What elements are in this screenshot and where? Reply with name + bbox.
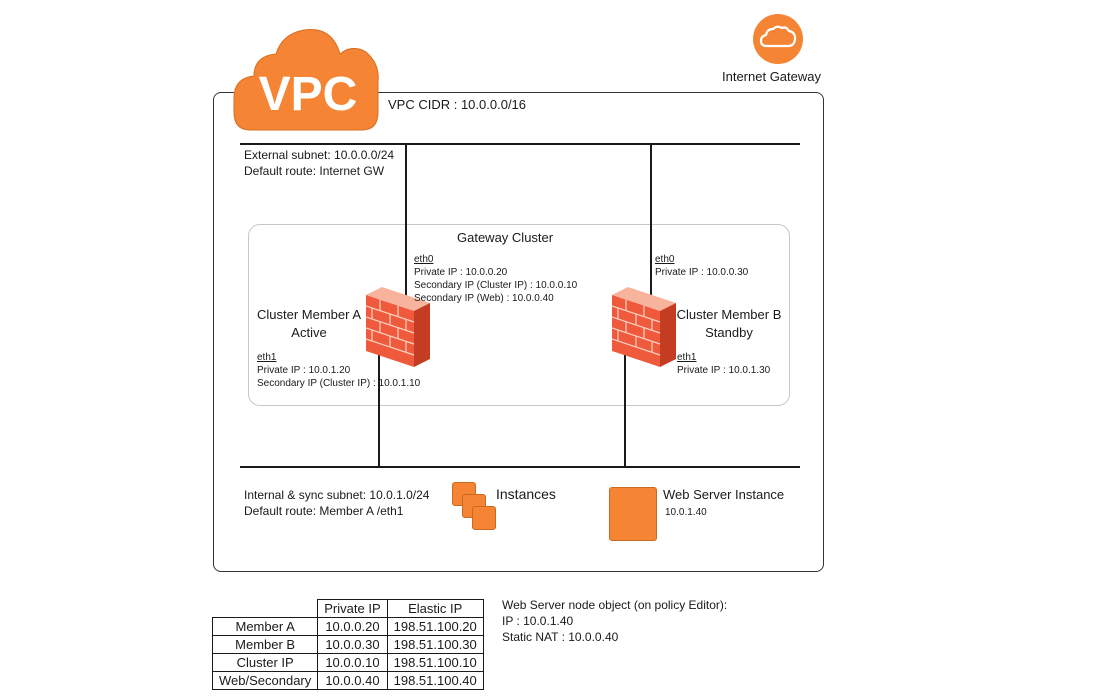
node-object-ip: IP : 10.0.1.40 (502, 614, 574, 628)
external-subnet-line (240, 143, 800, 145)
member-a-eth1-label: eth1 (257, 352, 277, 363)
member-a-state: Active (291, 325, 327, 340)
member-b-eth0-label: eth0 (655, 254, 675, 265)
table-header-cell: Private IP (317, 599, 388, 618)
table-cell: 198.51.100.40 (386, 671, 484, 690)
vpc-logo-text: VPC (259, 68, 358, 121)
table-cell: Web/Secondary (211, 671, 319, 690)
table-cell: 198.51.100.30 (386, 635, 484, 654)
web-server-icon (609, 487, 657, 541)
internet-gateway-icon (753, 14, 803, 64)
gateway-cluster-box (248, 224, 790, 406)
node-object-nat: Static NAT : 10.0.0.40 (502, 630, 619, 644)
table-row: Member A 10.0.0.20 198.51.100.20 (211, 617, 484, 636)
member-b-eth1-private-ip: Private IP : 10.0.1.30 (677, 365, 771, 376)
member-b-eth0-private-ip: Private IP : 10.0.0.30 (655, 267, 749, 278)
member-b-eth1-label: eth1 (677, 352, 697, 363)
instances-icon (452, 482, 498, 534)
internet-gateway-label: Internet Gateway (722, 69, 821, 84)
vpc-container (213, 92, 824, 572)
table-cell: 10.0.0.40 (317, 671, 388, 690)
instances-label: Instances (496, 486, 556, 502)
member-a-eth0-secondary-web: Secondary IP (Web) : 10.0.0.40 (414, 293, 554, 304)
member-b-name: Cluster Member B (676, 307, 782, 322)
table-cell: 198.51.100.20 (386, 617, 484, 636)
firewall-b-icon (612, 287, 676, 367)
vpc-cloud-icon: VPC (233, 29, 379, 131)
member-a-eth1-link (378, 355, 380, 467)
firewall-a-icon (366, 287, 430, 367)
internal-subnet-line (240, 466, 800, 468)
table-cell: Cluster IP (211, 653, 319, 672)
member-a-name: Cluster Member A (256, 307, 362, 322)
external-subnet-route: Default route: Internet GW (244, 164, 385, 178)
table-cell: Member B (211, 635, 319, 654)
member-a-eth0-label: eth0 (414, 254, 434, 265)
member-b-state: Standby (705, 325, 753, 340)
table-header-cell: Elastic IP (386, 599, 484, 618)
member-a-eth1-secondary-cluster: Secondary IP (Cluster IP) : 10.0.1.10 (257, 378, 421, 389)
table-row: Web/Secondary 10.0.0.40 198.51.100.40 (211, 671, 484, 690)
member-a-eth1-private-ip: Private IP : 10.0.1.20 (257, 365, 351, 376)
table-header-row: Private IP Elastic IP (212, 599, 484, 618)
vpc-cidr: VPC CIDR : 10.0.0.0/16 (388, 97, 527, 112)
node-object-title: Web Server node object (on policy Editor… (502, 598, 728, 612)
member-a-eth0-link (405, 144, 407, 304)
member-b-eth1-link (624, 355, 626, 467)
internal-subnet-route: Default route: Member A /eth1 (244, 504, 404, 518)
table-cell: 10.0.0.10 (317, 653, 388, 672)
gateway-cluster-title: Gateway Cluster (457, 230, 554, 245)
table-cell: Member A (211, 617, 319, 636)
external-subnet-cidr: External subnet: 10.0.0.0/24 (244, 148, 395, 162)
table-cell: 10.0.0.30 (317, 635, 388, 654)
web-server-label: Web Server Instance (663, 487, 785, 502)
table-header-cell (212, 599, 319, 618)
internal-subnet-cidr: Internal & sync subnet: 10.0.1.0/24 (244, 488, 430, 502)
member-b-eth0-link (650, 144, 652, 304)
web-server-ip: 10.0.1.40 (665, 507, 707, 518)
ip-summary-table: Private IP Elastic IP Member A 10.0.0.20… (211, 599, 484, 690)
table-row: Member B 10.0.0.30 198.51.100.30 (211, 635, 484, 654)
table-cell: 198.51.100.10 (386, 653, 484, 672)
member-a-eth0-private-ip: Private IP : 10.0.0.20 (414, 267, 508, 278)
member-a-eth0-secondary-cluster: Secondary IP (Cluster IP) : 10.0.0.10 (414, 280, 578, 291)
table-row: Cluster IP 10.0.0.10 198.51.100.10 (211, 653, 484, 672)
table-cell: 10.0.0.20 (317, 617, 388, 636)
